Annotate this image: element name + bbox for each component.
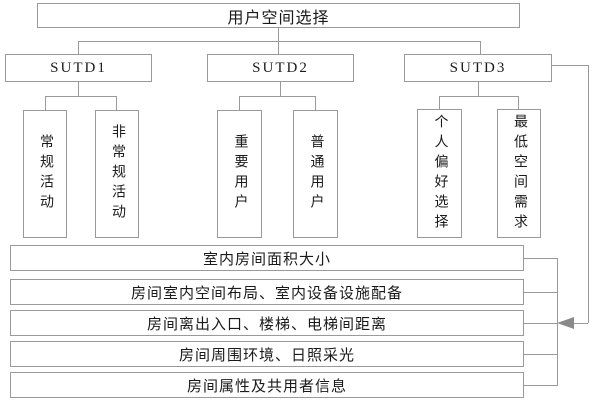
root-box-user-space-selection: 用户空间选择	[37, 3, 520, 28]
leaf-box-important-users: 重要用户	[217, 110, 262, 238]
leaf-box-irregular-activities: 非常规活动	[95, 110, 139, 238]
group-box-sutd3: SUTD3	[404, 54, 552, 82]
group-box-sutd2: SUTD2	[207, 54, 354, 82]
connector-sutd3-drop	[478, 82, 479, 96]
criteria-row-attributes-cousers: 房间属性及共用者信息	[10, 372, 524, 398]
connector-stub-row1	[524, 258, 557, 259]
criteria-row-distance: 房间离出入口、楼梯、电梯间距离	[10, 310, 524, 336]
leaf-box-ordinary-users: 普通用户	[293, 110, 338, 238]
connector-sutd2-spread	[239, 96, 316, 97]
connector-drop-sutd3	[480, 41, 481, 54]
connector-stub-row4	[524, 354, 557, 355]
leaf-box-personal-preference: 个人偏好选择	[417, 109, 462, 238]
connector-sutd3-child1	[439, 96, 440, 109]
connector-sutd1-child1	[45, 96, 46, 110]
leaf-box-minimum-space-need: 最低空间需求	[497, 109, 541, 238]
connector-sutd1-spread	[45, 96, 117, 97]
criteria-row-layout-facilities: 房间室内空间布局、室内设备设施配备	[10, 279, 524, 305]
connector-stub-row5	[524, 385, 557, 386]
left-arrowhead-icon	[557, 317, 574, 329]
connector-stub-row2	[524, 292, 557, 293]
criteria-row-room-area: 室内房间面积大小	[10, 245, 524, 271]
criteria-row-environment-light: 房间周围环境、日照采光	[10, 341, 524, 367]
group-box-sutd1: SUTD1	[5, 54, 152, 82]
connector-stub-row3	[524, 323, 557, 324]
connector-sutd2-child2	[315, 96, 316, 110]
leaf-box-regular-activities: 常规活动	[23, 110, 67, 238]
connector-sutd3-spread	[439, 96, 519, 97]
connector-sutd3-child2	[518, 96, 519, 109]
connector-sutd1-child2	[116, 96, 117, 110]
connector-sutd1-drop	[78, 82, 79, 96]
connector-drop-sutd1	[78, 41, 79, 54]
connector-sutd3-right	[552, 65, 588, 66]
connector-arrow-shaft	[574, 323, 588, 324]
connector-sutd2-child1	[239, 96, 240, 110]
connector-sutd2-drop	[280, 82, 281, 96]
connector-root-spread	[78, 41, 481, 42]
connector-right-down	[588, 65, 589, 323]
